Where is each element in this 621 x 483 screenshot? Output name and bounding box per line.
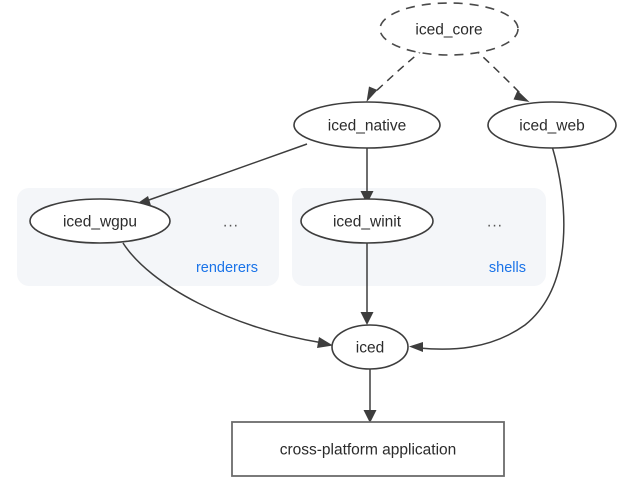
edge-path: [418, 145, 565, 350]
node-iced-label: iced: [356, 340, 384, 357]
edge-path: [372, 47, 426, 95]
edge-iced-core-to-iced-web: [472, 47, 530, 102]
edge-iced-core-to-iced-native: [366, 47, 426, 102]
node-iced-shape[interactable]: [331, 324, 409, 370]
edge-iced-winit-to-iced: [360, 240, 374, 325]
node-application-label: cross-platform application: [280, 442, 457, 459]
node-iced-native-label: iced_native: [328, 118, 406, 135]
arrowhead: [360, 191, 374, 204]
edge-iced-web-to-iced: [409, 145, 565, 352]
node-iced-web-shape[interactable]: [487, 101, 617, 149]
node-iced-web-label: iced_web: [519, 118, 585, 135]
node-iced-winit-label: iced_winit: [333, 214, 402, 231]
node-iced-winit-shape[interactable]: [300, 198, 434, 244]
arrowhead: [513, 90, 530, 102]
node-iced-web[interactable]: iced_web: [487, 101, 617, 149]
node-iced-winit[interactable]: iced_winit: [300, 198, 434, 244]
cluster-shells-label: shells: [489, 260, 526, 276]
cluster-renderers-label: renderers: [196, 260, 258, 276]
arrowhead: [409, 342, 423, 352]
node-iced-wgpu-label: iced_wgpu: [63, 214, 137, 231]
edge-iced-to-application: [363, 369, 377, 423]
node-iced-native[interactable]: iced_native: [293, 101, 441, 149]
node-application-shape[interactable]: [231, 421, 505, 477]
node-iced-native-shape[interactable]: [293, 101, 441, 149]
arrowhead: [317, 337, 333, 348]
edge-path: [145, 143, 308, 202]
node-iced-core-shape[interactable]: [379, 2, 519, 56]
edge-iced-wgpu-to-iced: [122, 242, 333, 348]
node-iced-wgpu-shape[interactable]: [29, 198, 171, 244]
node-application[interactable]: cross-platform application: [231, 421, 505, 477]
edge-path: [472, 47, 523, 96]
node-iced-core[interactable]: iced_core: [379, 2, 519, 56]
arrowhead: [363, 410, 377, 423]
cluster-renderers-ellipsis: ...: [223, 214, 239, 231]
arrowhead: [360, 312, 374, 325]
cluster-shells-ellipsis: ...: [487, 214, 503, 231]
node-iced-wgpu[interactable]: iced_wgpu: [29, 198, 171, 244]
edge-path: [122, 242, 324, 344]
arrowhead: [366, 86, 378, 102]
node-iced[interactable]: iced: [331, 324, 409, 370]
node-iced-core-label: iced_core: [415, 22, 482, 39]
edge-iced-native-to-iced-winit: [360, 148, 374, 204]
